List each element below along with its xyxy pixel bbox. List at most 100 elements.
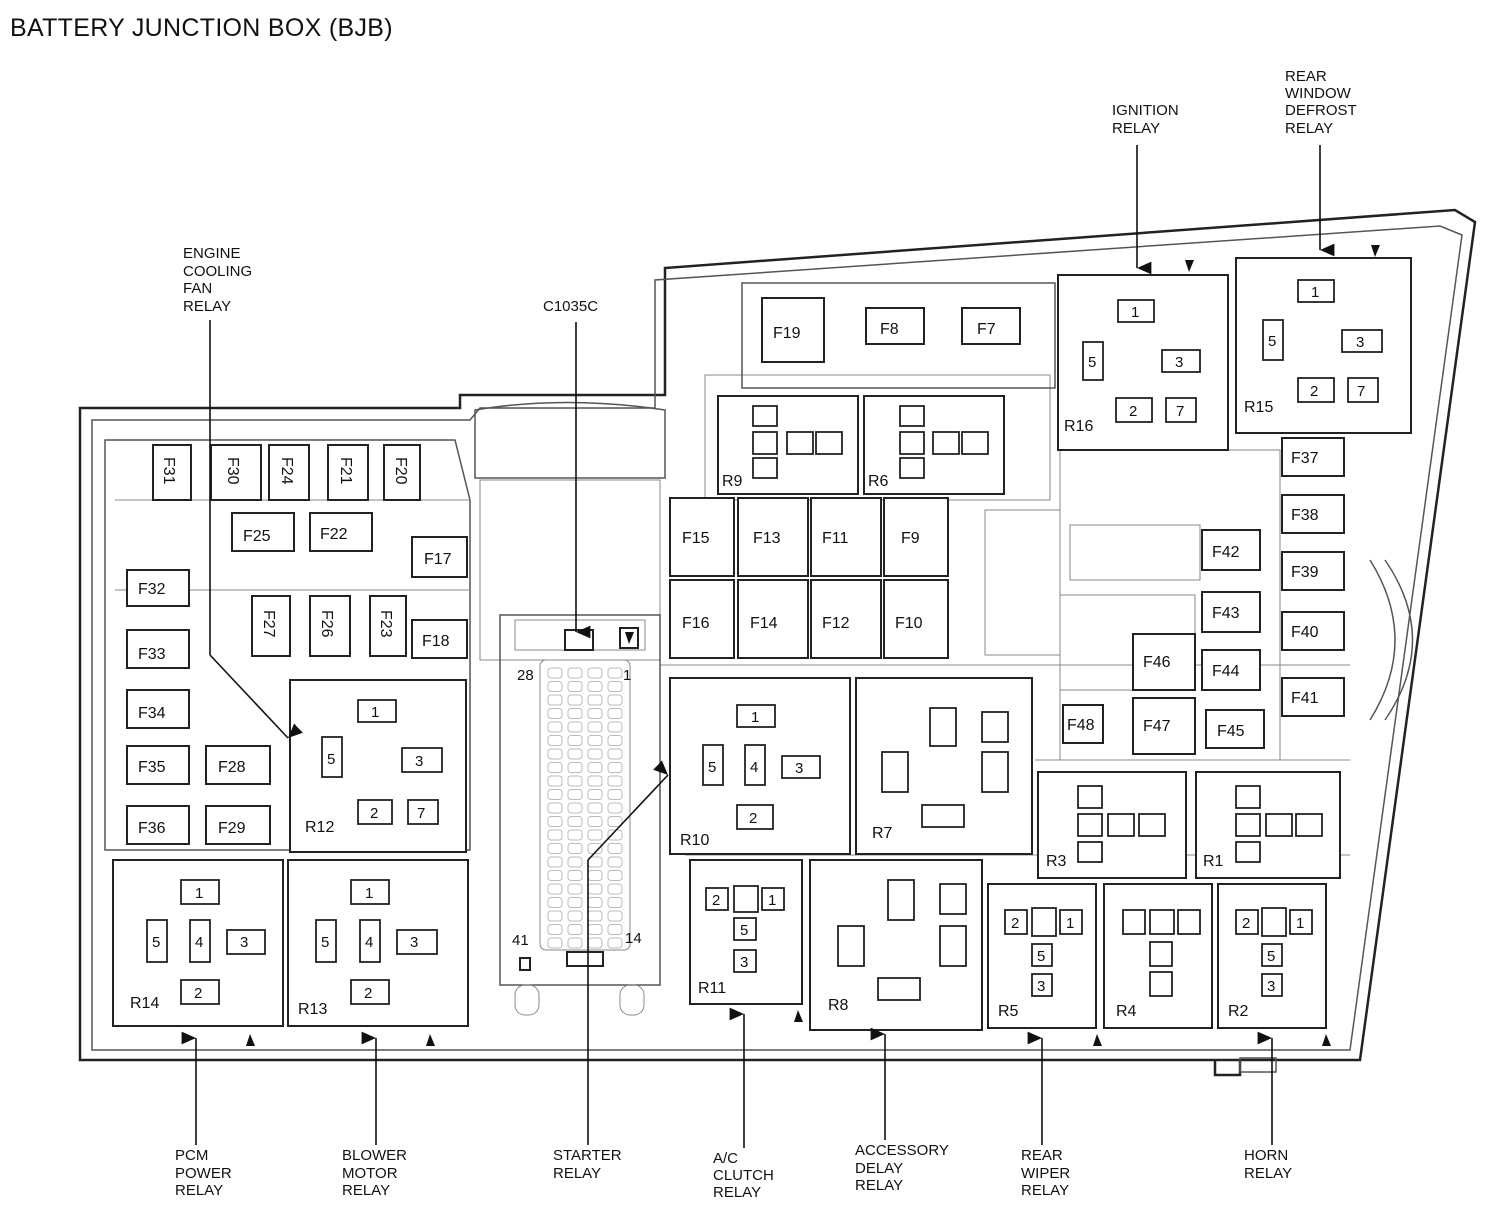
connector-cavity bbox=[567, 735, 583, 746]
connector-cavity bbox=[547, 883, 563, 895]
relay-r13-label: R13 bbox=[298, 1001, 327, 1018]
relay-r15: 1 5 3 2 7 R15 bbox=[1235, 257, 1412, 434]
connector-cavity bbox=[607, 910, 623, 922]
relay-pin-label: 3 bbox=[1175, 354, 1183, 371]
relay-r15-label: R15 bbox=[1244, 399, 1273, 416]
relay-pin-label: 5 bbox=[152, 934, 160, 951]
relay-r8: R8 bbox=[809, 859, 983, 1031]
fuse-f41: F41 bbox=[1291, 690, 1319, 707]
connector-cavity bbox=[607, 748, 623, 760]
relay-pin-label: 3 bbox=[240, 934, 248, 951]
fuse-f38: F38 bbox=[1291, 507, 1319, 524]
connector-cavity bbox=[567, 748, 583, 760]
relay-r7-label: R7 bbox=[872, 825, 893, 842]
relay-r1-label: R1 bbox=[1203, 853, 1224, 870]
connector-cavity bbox=[547, 843, 563, 854]
callout-engine-cooling-fan-relay: ENGINE COOLING FAN RELAY bbox=[183, 245, 256, 315]
connector-cavity bbox=[587, 762, 603, 773]
relay-r7: R7 bbox=[855, 677, 1033, 855]
page-title: BATTERY JUNCTION BOX (BJB) bbox=[10, 14, 393, 42]
connector-cavity bbox=[587, 870, 603, 881]
callout-c1035c: C1035C bbox=[543, 298, 598, 315]
connector-cavity bbox=[547, 735, 563, 746]
connector-cavity bbox=[547, 667, 563, 679]
connector-cavity bbox=[567, 897, 583, 908]
connector-cavity bbox=[567, 708, 583, 719]
connector-cavity bbox=[547, 748, 563, 760]
fuse-f24: F24 bbox=[278, 457, 295, 485]
connector-cavity bbox=[567, 937, 583, 949]
relay-pin-label: 2 bbox=[364, 985, 372, 1002]
callout-ignition-relay: IGNITION RELAY bbox=[1112, 102, 1183, 137]
fuse-f44: F44 bbox=[1212, 663, 1240, 680]
connector-cavity bbox=[547, 721, 563, 733]
relay-r14: 1 5 4 3 2 R14 bbox=[112, 859, 284, 1027]
relay-pin-label: 5 bbox=[708, 759, 716, 776]
connector-cavity bbox=[547, 694, 563, 706]
connector-cavity bbox=[587, 816, 603, 827]
callout-horn-relay: HORN RELAY bbox=[1244, 1147, 1292, 1182]
connector-cavity bbox=[587, 708, 603, 719]
relay-r4-label: R4 bbox=[1116, 1003, 1137, 1020]
relay-r8-label: R8 bbox=[828, 997, 849, 1014]
relay-pin-label: 1 bbox=[365, 885, 373, 902]
relay-pin-label: 2 bbox=[1242, 915, 1250, 932]
relay-pin-label: 4 bbox=[750, 759, 758, 776]
fuse-f45: F45 bbox=[1217, 723, 1245, 740]
fuse-f26: F26 bbox=[318, 610, 335, 638]
fuse-f23: F23 bbox=[377, 610, 394, 638]
connector-cavity bbox=[567, 789, 583, 800]
relay-pin-label: 2 bbox=[1011, 915, 1019, 932]
relay-pin-label: 3 bbox=[410, 934, 418, 951]
fuse-f20: F20 bbox=[392, 457, 409, 485]
relay-pin-label: 5 bbox=[1267, 948, 1275, 965]
connector-cavity bbox=[567, 802, 583, 814]
fuse-f28: F28 bbox=[218, 759, 246, 776]
connector-cavity bbox=[607, 856, 623, 868]
fuse-f36: F36 bbox=[138, 820, 166, 837]
relay-pin-label: 3 bbox=[1356, 334, 1364, 351]
fuse-f9: F9 bbox=[901, 530, 920, 547]
connector-cavity bbox=[607, 789, 623, 800]
relay-r6-label: R6 bbox=[868, 473, 889, 490]
connector-cavity bbox=[547, 775, 563, 787]
fuse-f11: F11 bbox=[822, 530, 848, 547]
orientation-arrows bbox=[246, 245, 1380, 1046]
connector-cavity bbox=[587, 748, 603, 760]
connector-cavity bbox=[607, 816, 623, 827]
fuse-f37: F37 bbox=[1291, 450, 1319, 467]
connector-cavity bbox=[607, 897, 623, 908]
connector-cavity bbox=[587, 775, 603, 787]
fuse-f48: F48 bbox=[1067, 717, 1095, 734]
relay-pin-label: 5 bbox=[1088, 354, 1096, 371]
connector-cavity bbox=[567, 856, 583, 868]
connector-cavity bbox=[567, 721, 583, 733]
fuse-f17: F17 bbox=[424, 551, 452, 568]
fuse-f30: F30 bbox=[224, 457, 241, 485]
connector-cavity bbox=[587, 735, 603, 746]
relay-pin-label: 2 bbox=[194, 985, 202, 1002]
relay-r3-label: R3 bbox=[1046, 853, 1067, 870]
relay-pin-label: 2 bbox=[749, 810, 757, 827]
callout-accessory-delay-relay: ACCESSORY DELAY RELAY bbox=[855, 1142, 953, 1194]
connector-cavity bbox=[607, 843, 623, 854]
relay-pin-label: 1 bbox=[195, 885, 203, 902]
fuse-f13: F13 bbox=[753, 530, 781, 547]
connector-cavity bbox=[607, 802, 623, 814]
relay-pin-label: 5 bbox=[740, 922, 748, 939]
relay-pin-label: 1 bbox=[371, 704, 379, 721]
connector-cavity bbox=[547, 789, 563, 800]
relay-pin-label: 4 bbox=[195, 934, 203, 951]
relay-pin-label: 2 bbox=[1310, 383, 1318, 400]
relay-r9: R9 bbox=[717, 395, 859, 495]
fuse-group: F19 F8 F7 F15 F13 F11 F9 F16 F14 F12 F10… bbox=[126, 282, 1345, 845]
relay-pin-label: 5 bbox=[327, 751, 335, 768]
connector-cavity bbox=[547, 856, 563, 868]
connector-cavity bbox=[607, 775, 623, 787]
relay-r2: 2 1 5 3 R2 bbox=[1217, 883, 1327, 1029]
connector-cavity bbox=[567, 910, 583, 922]
connector-cavity bbox=[607, 870, 623, 881]
callout-leaders bbox=[181, 145, 1335, 1148]
relay-pin-label: 2 bbox=[712, 892, 720, 909]
